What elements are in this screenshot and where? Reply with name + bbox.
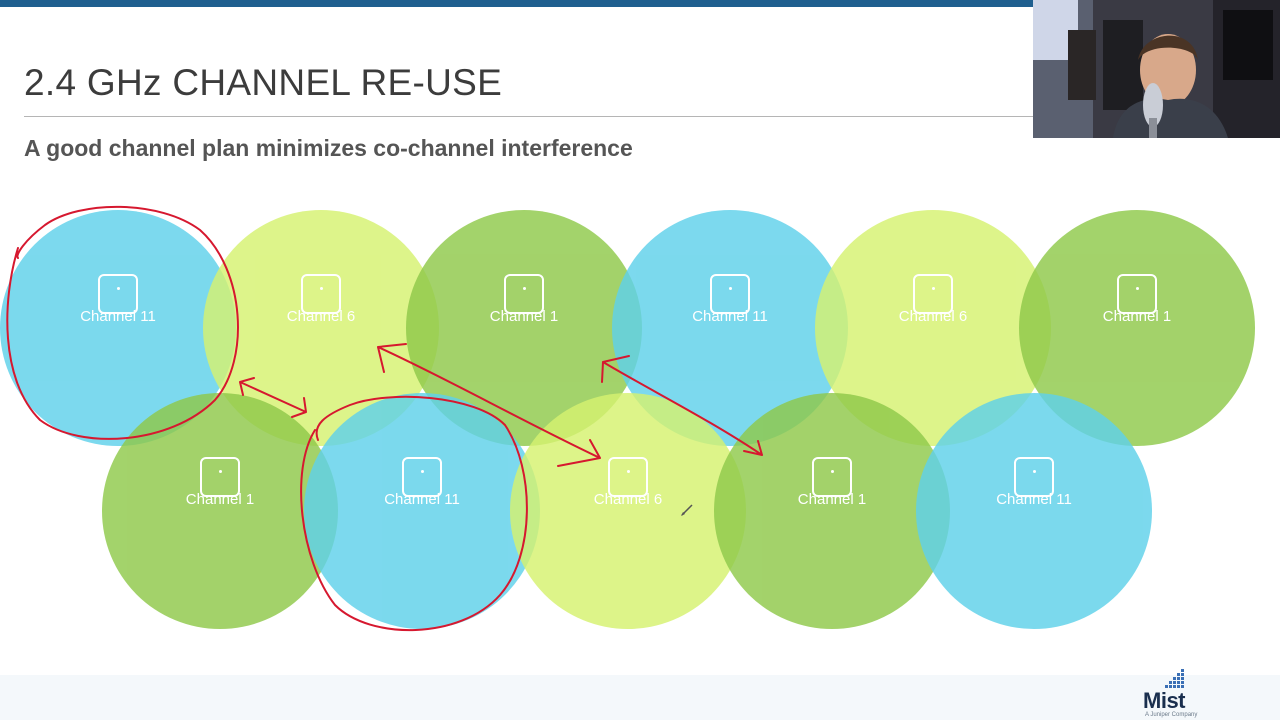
- channel-label: Channel 6: [593, 491, 663, 508]
- title-divider: [24, 116, 1034, 117]
- channel-label: Channel 11: [692, 308, 768, 325]
- coverage-cell: Channel 11: [916, 393, 1152, 629]
- access-point-icon: [200, 457, 240, 497]
- channel-label: Channel 1: [797, 491, 867, 508]
- mist-logo-icon: [1165, 669, 1184, 688]
- webcam-video-overlay: [1033, 0, 1280, 138]
- logo-tagline: A Juniper Company: [1145, 712, 1198, 718]
- channel-label: Channel 6: [286, 308, 356, 325]
- slide-footer: [0, 675, 1280, 720]
- channel-label: Channel 11: [996, 491, 1072, 508]
- access-point-icon: [913, 274, 953, 314]
- access-point-icon: [710, 274, 750, 314]
- channel-label: Channel 1: [185, 491, 255, 508]
- access-point-icon: [1117, 274, 1157, 314]
- channel-label: Channel 11: [384, 491, 460, 508]
- channel-label: Channel 11: [80, 308, 156, 325]
- coverage-cell: Channel 6: [510, 393, 746, 629]
- coverage-cell: Channel 11: [304, 393, 540, 629]
- access-point-icon: [1014, 457, 1054, 497]
- channel-label: Channel 6: [898, 308, 968, 325]
- access-point-icon: [608, 457, 648, 497]
- channel-label: Channel 1: [1102, 308, 1172, 325]
- logo-wordmark: Mist: [1143, 688, 1186, 713]
- access-point-icon: [812, 457, 852, 497]
- slide-subtitle: A good channel plan minimizes co-channel…: [24, 135, 633, 161]
- slide-title: 2.4 GHz CHANNEL RE-USE: [24, 62, 503, 103]
- access-point-icon: [504, 274, 544, 314]
- channel-label: Channel 1: [489, 308, 559, 325]
- slide-header-bar: [0, 0, 1280, 7]
- coverage-cell: Channel 1: [102, 393, 338, 629]
- access-point-icon: [301, 274, 341, 314]
- coverage-cell: Channel 1: [714, 393, 950, 629]
- mist-logo: Mist A Juniper Company: [1143, 668, 1199, 718]
